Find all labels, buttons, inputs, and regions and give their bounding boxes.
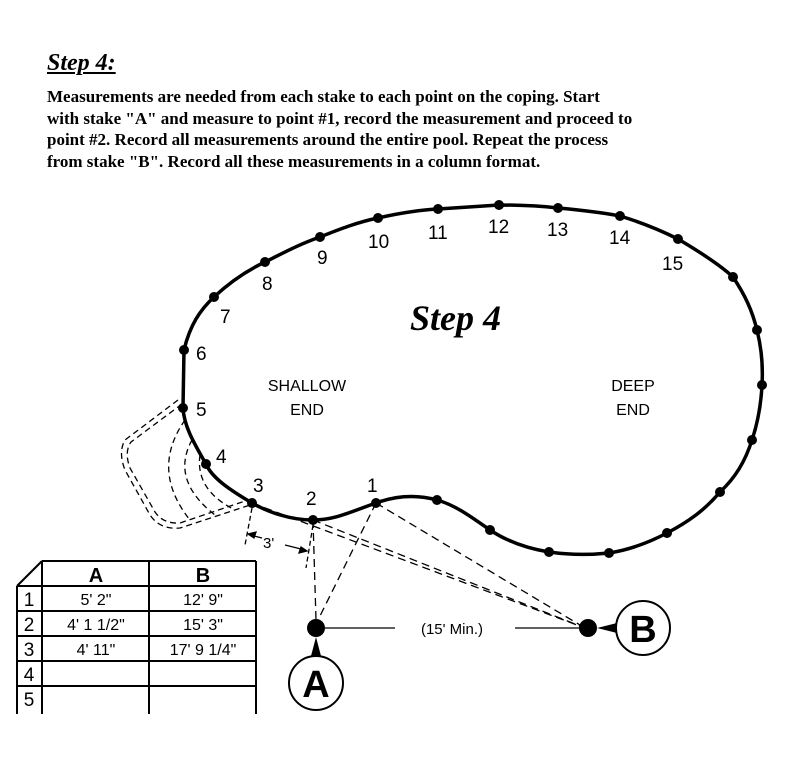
distance-label: (15' Min.)	[421, 621, 483, 638]
point-label: 3	[253, 476, 264, 497]
offset-label: 3'	[263, 535, 274, 552]
point-label: 12	[488, 217, 509, 238]
shallow-end-label: END	[290, 402, 324, 419]
row-number: 1	[24, 590, 35, 611]
point-labels: 1 2 3 4 5 6 7 8 9 10 11 12 13 14 15	[196, 217, 683, 510]
point-label: 15	[662, 254, 683, 275]
row-number: 3	[24, 640, 35, 661]
instruction-line: point #2. Record all measurements around…	[47, 130, 609, 150]
point-label: 8	[262, 274, 273, 295]
diagram-title: Step 4	[410, 298, 501, 338]
cell-b: 17' 9 1/4"	[170, 642, 237, 659]
point-label: 11	[428, 223, 448, 244]
table-header-b: B	[196, 565, 210, 587]
row-number: 2	[24, 615, 35, 636]
point-label: 10	[368, 232, 389, 253]
measurement-lines	[251, 502, 586, 629]
table-header-a: A	[89, 565, 103, 587]
stake-b-dot	[579, 619, 597, 637]
cell-b: 15' 3"	[183, 617, 223, 634]
stake-a-dot	[307, 619, 325, 637]
point-label: 14	[609, 228, 631, 249]
stake-b-label: B	[629, 609, 656, 651]
point-label: 2	[306, 489, 317, 510]
pool-steps	[120, 399, 251, 529]
cell-a: 4' 1 1/2"	[67, 617, 125, 634]
point-label: 9	[317, 248, 328, 269]
point-label: 5	[196, 400, 207, 421]
stake-a-marker	[288, 655, 344, 711]
cell-b: 12' 9"	[183, 592, 223, 609]
coping-points	[178, 200, 767, 558]
cell-a: 5' 2"	[81, 592, 112, 609]
step-heading: Step 4:	[47, 50, 116, 76]
instruction-line: from stake "B". Record all these measure…	[47, 152, 541, 172]
point-label: 1	[367, 476, 378, 497]
row-number: 5	[24, 690, 35, 711]
measurement-table	[16, 560, 257, 714]
point-label: 4	[216, 447, 227, 468]
stake-a-label: A	[302, 664, 329, 706]
shallow-end-label: SHALLOW	[268, 378, 347, 395]
cell-a: 4' 11"	[77, 642, 116, 659]
point-label: 6	[196, 344, 207, 365]
point-label: 13	[547, 220, 568, 241]
instruction-line: with stake "A" and measure to point #1, …	[47, 108, 633, 128]
deep-end-label: END	[616, 402, 650, 419]
stake-b-marker	[615, 600, 671, 656]
instruction-line: Measurements are needed from each stake …	[47, 87, 600, 106]
row-number: 4	[24, 665, 35, 686]
deep-end-label: DEEP	[611, 378, 655, 395]
point-label: 7	[220, 307, 231, 328]
instructions: Measurements are needed from each stake …	[47, 86, 767, 173]
